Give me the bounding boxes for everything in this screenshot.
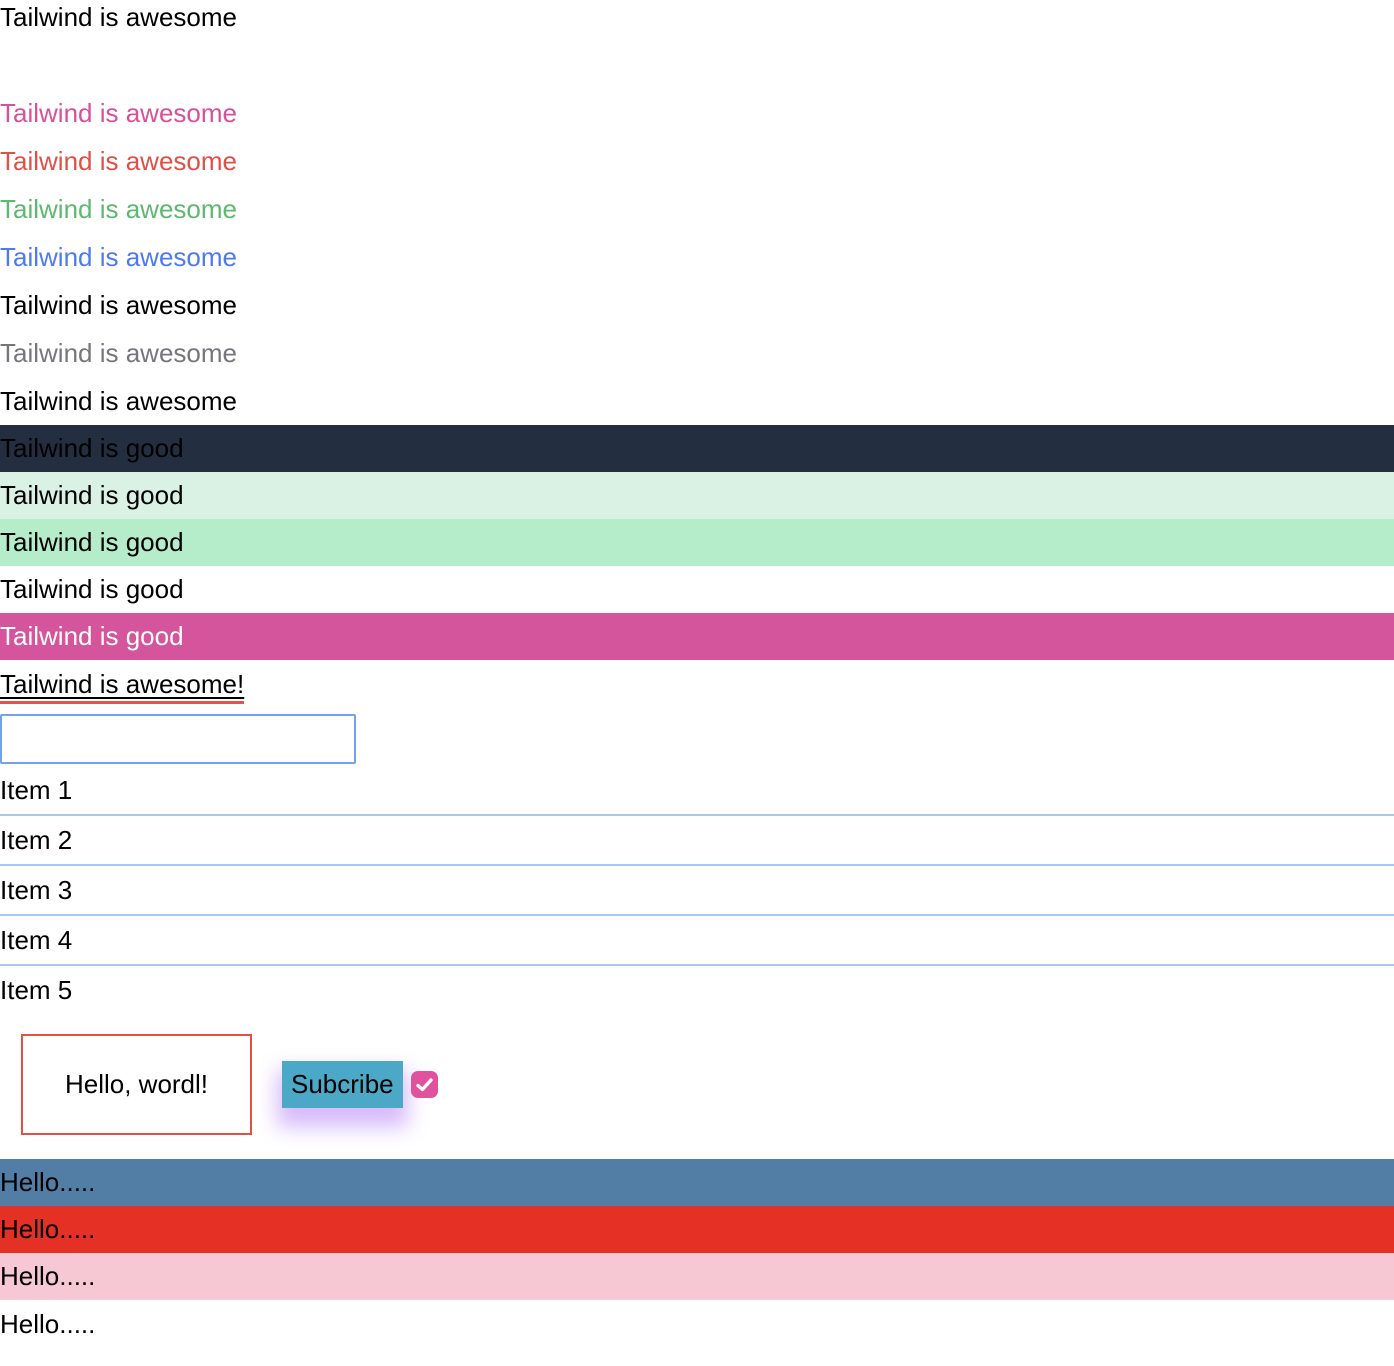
checkmark-icon — [415, 1077, 433, 1091]
colored-line-red: Tailwind is awesome — [0, 146, 237, 176]
hello-rows-group: Hello..... Hello..... Hello..... Hello..… — [0, 1159, 1394, 1348]
good-row-green: Tailwind is good — [0, 519, 1394, 566]
hello-row-pink: Hello..... — [0, 1253, 1394, 1300]
text-input[interactable] — [0, 714, 356, 764]
items-list: Item 1 Item 2 Item 3 Item 4 Item 5 — [0, 766, 1394, 1014]
list-item: Item 1 — [0, 766, 1394, 816]
good-row-white: Tailwind is good — [0, 566, 1394, 613]
colored-line-green: Tailwind is awesome — [0, 194, 237, 224]
page-title: Tailwind is awesome — [0, 2, 237, 32]
subscribe-button[interactable]: Subcribe — [282, 1061, 403, 1108]
colored-line-blue: Tailwind is awesome — [0, 242, 237, 272]
good-row-magenta: Tailwind is good — [0, 613, 1394, 660]
underlined-text: Tailwind is awesome! — [0, 669, 245, 704]
list-item: Item 2 — [0, 816, 1394, 866]
colored-line-black-2: Tailwind is awesome — [0, 386, 237, 416]
underlined-text-line: Tailwind is awesome! — [0, 660, 1394, 708]
hello-world-text: Hello, wordl! — [64, 1069, 209, 1099]
list-item: Item 5 — [0, 975, 73, 1005]
colored-line-black: Tailwind is awesome — [0, 290, 237, 320]
hello-row-white: Hello..... — [0, 1300, 1394, 1348]
good-row-dark: Tailwind is good — [0, 425, 1394, 472]
colored-lines-group: Tailwind is awesome Tailwind is awesome … — [0, 89, 1394, 425]
hello-world-box: Hello, wordl! — [21, 1034, 252, 1135]
hello-row-blue: Hello..... — [0, 1159, 1394, 1206]
colored-line-gray: Tailwind is awesome — [0, 338, 237, 368]
subscribe-checkbox[interactable] — [410, 1071, 438, 1098]
list-item: Item 4 — [0, 916, 1394, 966]
good-row-light-green: Tailwind is good — [0, 472, 1394, 519]
action-row: Hello, wordl! Subcribe — [0, 1034, 1394, 1135]
good-rows-group: Tailwind is good Tailwind is good Tailwi… — [0, 425, 1394, 660]
list-item: Item 3 — [0, 866, 1394, 916]
colored-line-pink: Tailwind is awesome — [0, 98, 237, 128]
hello-row-red: Hello..... — [0, 1206, 1394, 1253]
